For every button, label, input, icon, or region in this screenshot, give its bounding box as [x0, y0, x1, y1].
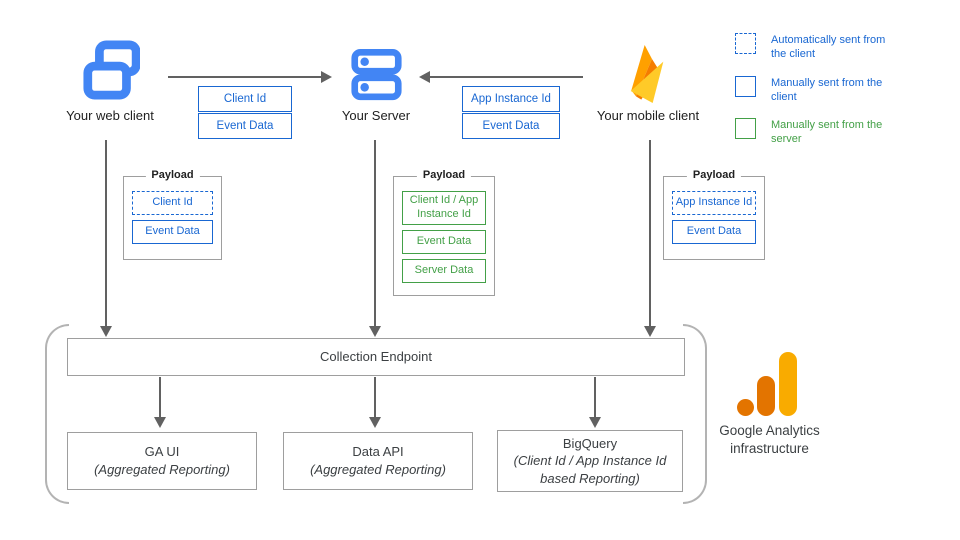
payload-server: Payload Client Id / App Instance Id Even…	[393, 169, 495, 296]
google-analytics-logo-bar-mid	[757, 376, 775, 416]
google-analytics-caption: Google Analytics infrastructure	[697, 422, 842, 457]
data-api-subtitle: (Aggregated Reporting)	[310, 462, 446, 477]
bigquery-box: BigQuery (Client Id / App Instance Id ba…	[497, 430, 683, 492]
payload-mobile-event-data: Event Data	[672, 220, 756, 244]
chip-event-data: Event Data	[198, 113, 292, 139]
legend-label: Automatically sent from the client	[771, 34, 886, 60]
chip-client-id: Client Id	[198, 86, 292, 112]
payload-server-title: Payload	[416, 169, 472, 181]
collection-endpoint-label: Collection Endpoint	[319, 349, 433, 365]
arrow-to-bigquery	[594, 377, 596, 417]
arrow-web-down	[105, 140, 107, 326]
arrow-mobile-to-server	[429, 76, 583, 78]
ga-ui-box: GA UI (Aggregated Reporting)	[67, 432, 257, 490]
web-client-icon	[83, 40, 140, 100]
legend-label: Manually sent from the client	[771, 77, 883, 103]
bigquery-subtitle: (Client Id / App Instance Id based Repor…	[513, 453, 667, 486]
google-analytics-name: Google Analytics	[719, 423, 820, 438]
server-icon	[351, 48, 402, 101]
legend-item-manual-server: Manually sent from the server	[735, 118, 891, 146]
google-analytics-logo-dot	[737, 399, 754, 416]
legend-swatch-solid-green	[735, 118, 756, 139]
arrow-to-ga-ui	[159, 377, 161, 417]
google-analytics-infrastructure: infrastructure	[730, 440, 809, 456]
arrow-server-down	[374, 140, 376, 326]
payload-server-ids: Client Id / App Instance Id	[402, 191, 486, 225]
data-api-box: Data API (Aggregated Reporting)	[283, 432, 473, 490]
legend-swatch-dashed-blue	[735, 33, 756, 54]
legend-item-manual-client: Manually sent from the client	[735, 76, 891, 104]
google-analytics-logo-bar-tall	[779, 352, 797, 416]
legend-item-auto-client: Automatically sent from the client	[735, 33, 891, 61]
ga-ui-title: GA UI	[144, 444, 180, 460]
payload-server-event-data: Event Data	[402, 230, 486, 254]
arrow-to-ga-ui-head	[154, 417, 166, 428]
server-label: Your Server	[341, 108, 411, 123]
arrow-to-data-api	[374, 377, 376, 417]
legend-swatch-solid-blue	[735, 76, 756, 97]
firebase-mobile-icon	[630, 45, 664, 103]
ga-ui-subtitle: (Aggregated Reporting)	[94, 462, 230, 477]
payload-mobile: Payload App Instance Id Event Data	[663, 169, 765, 260]
arrow-mobile-to-server-head	[419, 71, 430, 83]
chip-event-data-mobile: Event Data	[462, 113, 560, 139]
payload-web: Payload Client Id Event Data	[123, 169, 222, 260]
arrow-web-down-head	[100, 326, 112, 337]
payload-web-event-data: Event Data	[132, 220, 213, 244]
arrow-web-to-server-head	[321, 71, 332, 83]
arrow-mobile-down-head	[644, 326, 656, 337]
legend-label: Manually sent from the server	[771, 119, 883, 145]
arrow-to-data-api-head	[369, 417, 381, 428]
chip-app-instance-id: App Instance Id	[462, 86, 560, 112]
collection-endpoint-box: Collection Endpoint	[67, 338, 685, 376]
arrow-web-to-server	[168, 76, 322, 78]
bigquery-title: BigQuery	[562, 435, 618, 451]
infrastructure-bracket-right	[683, 324, 707, 504]
infrastructure-bracket-left	[45, 324, 69, 504]
data-api-title: Data API	[352, 444, 404, 460]
arrow-server-down-head	[369, 326, 381, 337]
payload-mobile-title: Payload	[686, 169, 742, 181]
payload-server-server-data: Server Data	[402, 259, 486, 283]
payload-mobile-app-instance-id: App Instance Id	[672, 191, 756, 215]
mobile-client-label: Your mobile client	[596, 108, 700, 123]
arrow-to-bigquery-head	[589, 417, 601, 428]
payload-web-client-id: Client Id	[132, 191, 213, 215]
web-client-label: Your web client	[66, 108, 154, 123]
payload-web-title: Payload	[145, 169, 200, 181]
arrow-mobile-down	[649, 140, 651, 326]
